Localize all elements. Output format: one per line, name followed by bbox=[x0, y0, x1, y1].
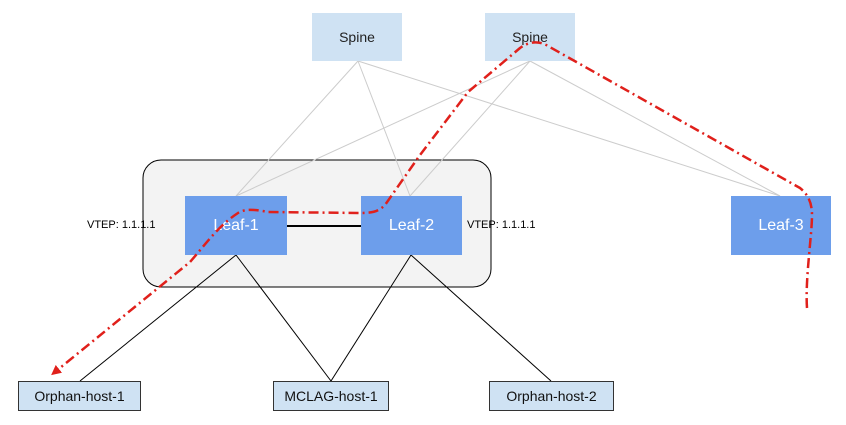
spine-2-node: Spine bbox=[485, 13, 575, 61]
leaf-3-node: Leaf-3 bbox=[731, 196, 831, 255]
orphan-host-1-node: Orphan-host-1 bbox=[18, 381, 141, 411]
mclag-host-1-node: MCLAG-host-1 bbox=[273, 381, 389, 411]
vtep-label-leaf-2: VTEP: 1.1.1.1 bbox=[467, 219, 536, 231]
leaf-2-node: Leaf-2 bbox=[361, 196, 462, 255]
spine-1-node: Spine bbox=[312, 13, 402, 61]
leaf-1-node: Leaf-1 bbox=[185, 196, 287, 255]
orphan-host-2-node: Orphan-host-2 bbox=[489, 381, 614, 411]
vtep-label-leaf-1: VTEP: 1.1.1.1 bbox=[87, 219, 156, 231]
